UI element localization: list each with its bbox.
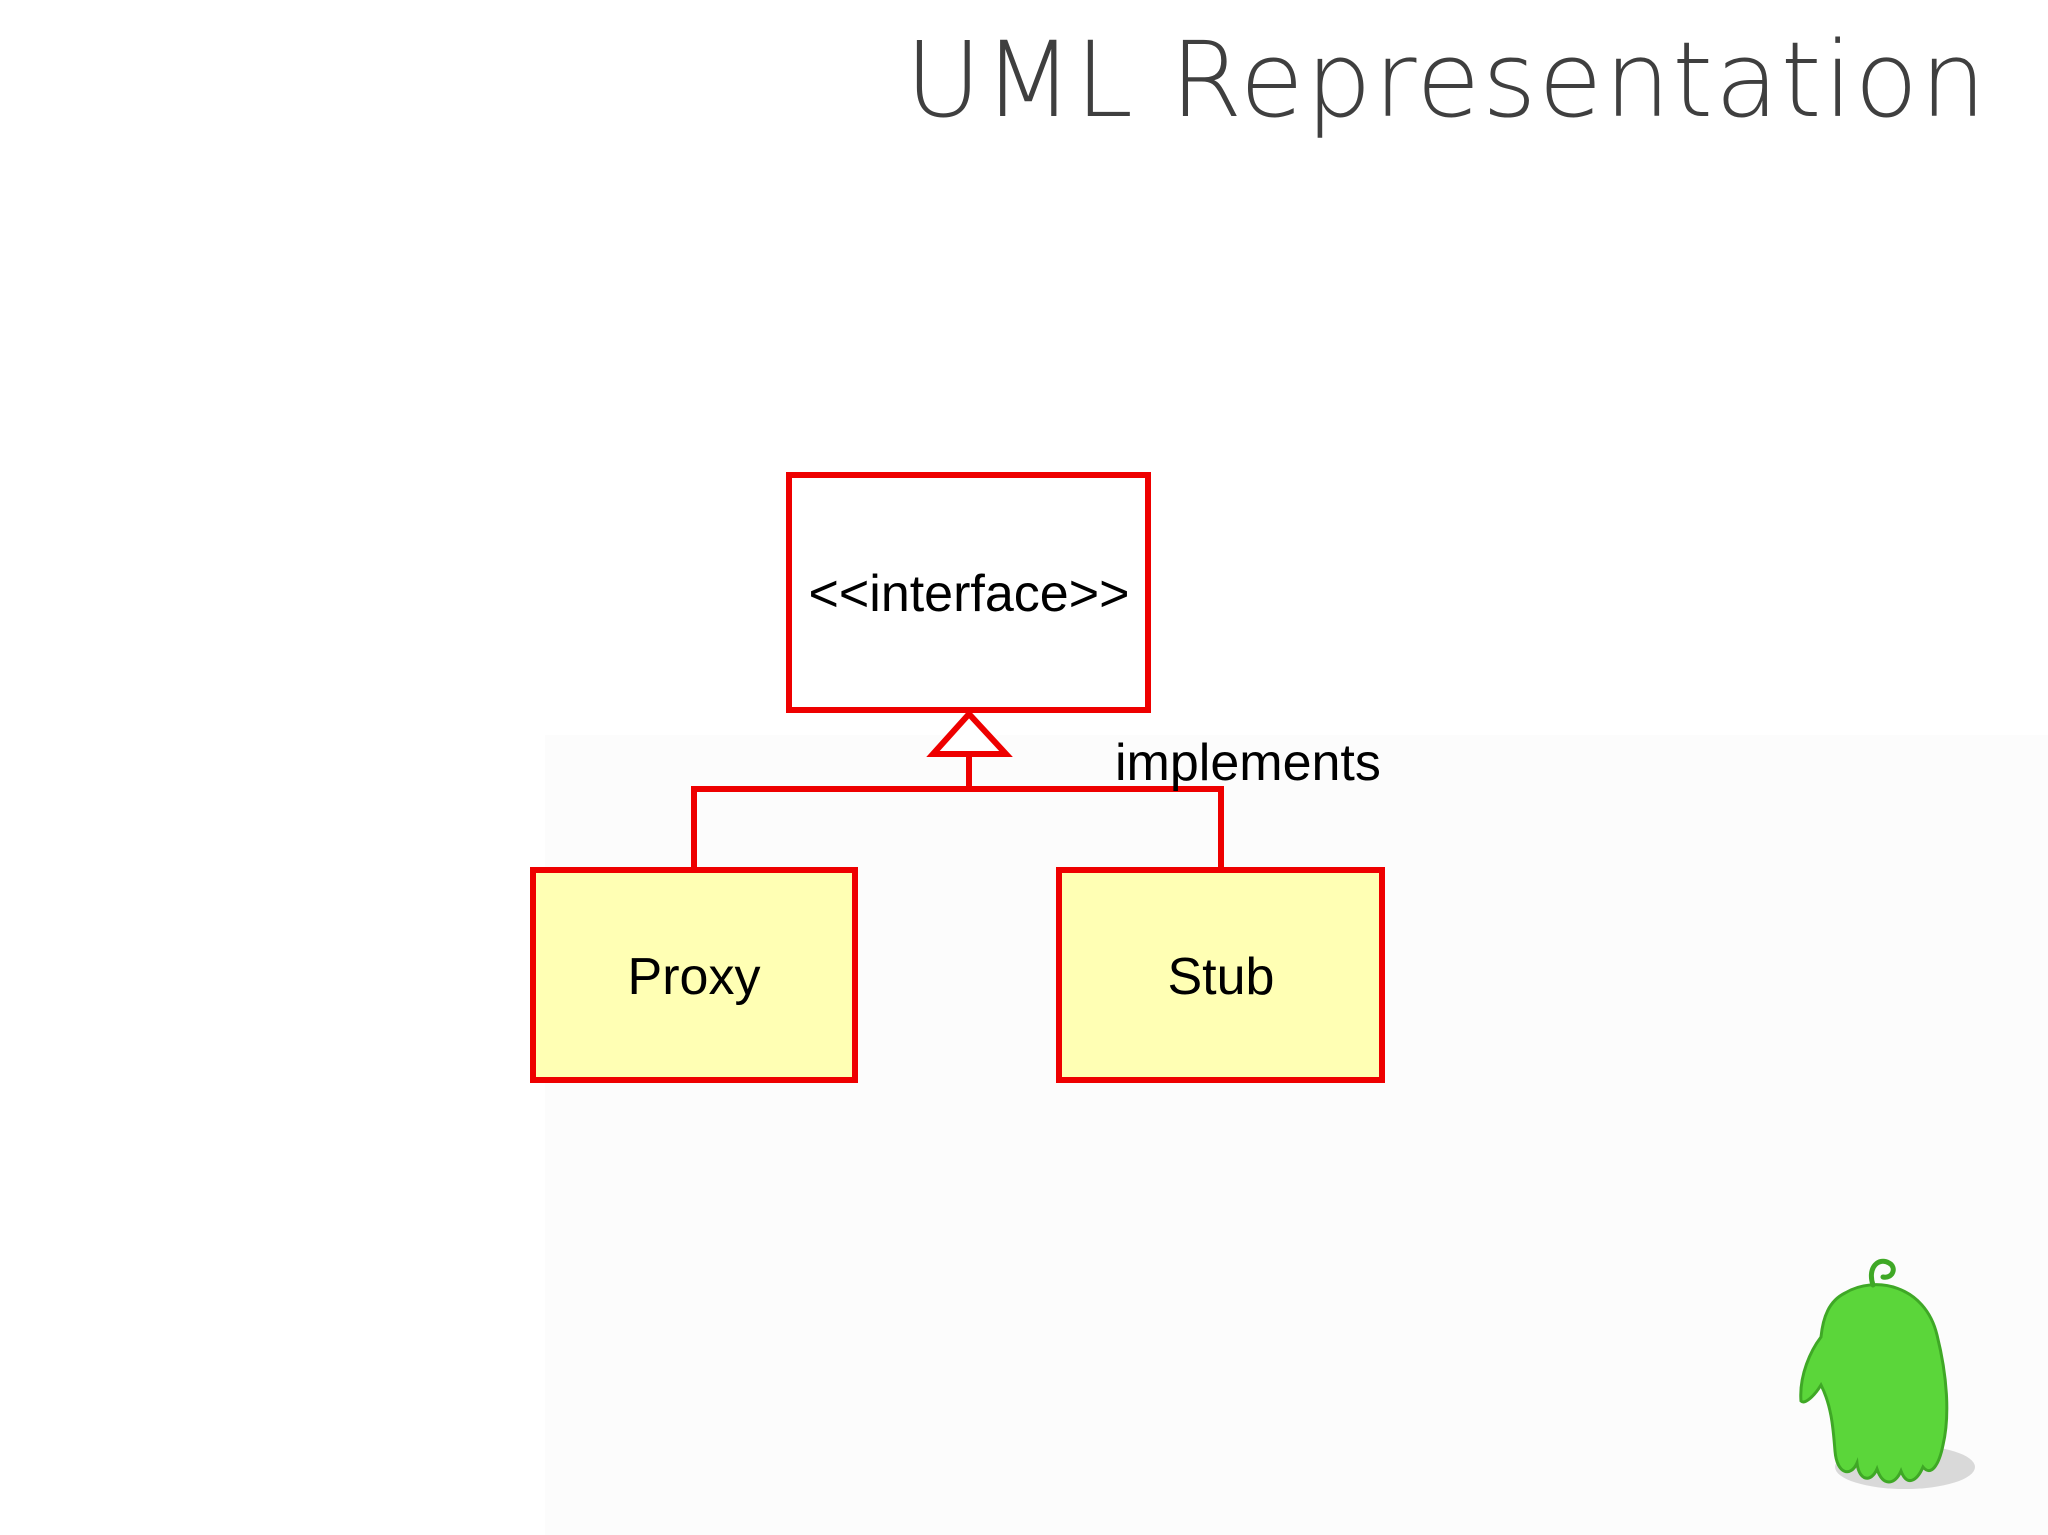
proxy-label: Proxy <box>628 948 761 1006</box>
interface-box[interactable] <box>786 472 1151 713</box>
proxy-box[interactable] <box>530 867 858 1083</box>
stub-connector <box>969 786 1224 868</box>
slide-title: UML Representation <box>905 19 1988 141</box>
implements-label: implements <box>1115 734 1381 792</box>
mascot-body <box>1799 1283 1949 1484</box>
inheritance-connectors <box>691 754 1224 868</box>
mascot-sprout <box>1869 1258 1896 1288</box>
stub-label: Stub <box>1168 948 1275 1006</box>
proxy-connector <box>691 786 969 868</box>
interface-label: <<interface>> <box>809 565 1130 623</box>
stub-box[interactable] <box>1056 867 1385 1083</box>
realization-arrowhead <box>926 709 1013 757</box>
green-mascot-icon <box>1799 1258 1975 1489</box>
